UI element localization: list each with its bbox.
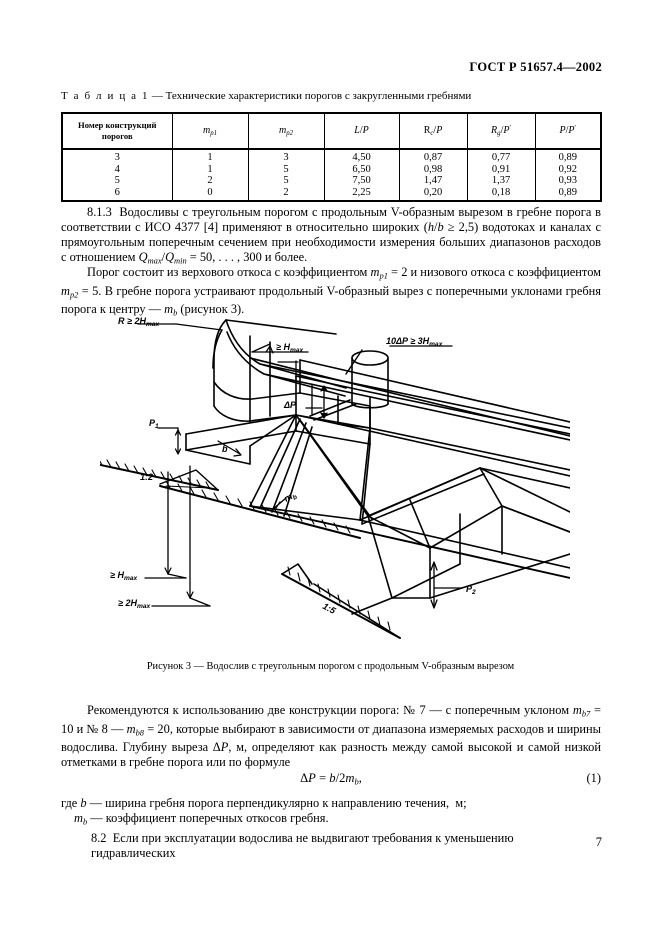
cell-mp1: 1 — [171, 163, 249, 175]
cell-construction-number: 5 — [61, 175, 173, 187]
figure-label-h-clearance-2: ≥ 2Hmax — [118, 598, 150, 610]
cell-rc-over-p: 0,98 — [398, 163, 468, 175]
cell-rg-over-p-prime: 0,91 — [466, 163, 536, 175]
table-row: 3 1 3 4,50 0,87 0,77 0,89 — [61, 149, 602, 164]
figure-caption: Рисунок 3 — Водослив с треугольным порог… — [0, 661, 661, 672]
paragraph-recommend: Рекомендуются к использованию две констр… — [61, 703, 602, 770]
where-line-b: где b — ширина гребня порога перпендикул… — [61, 796, 467, 810]
cell-mp1: 0 — [171, 186, 249, 202]
table-body: 3 1 3 4,50 0,87 0,77 0,89 4 1 5 6,50 0,9… — [61, 149, 602, 202]
paragraph-8-1-3: 8.1.3 Водосливы с треугольным порогом с … — [61, 205, 602, 266]
figure-label-delta-p: ΔP — [283, 400, 297, 410]
th-l-over-p: L/P — [323, 112, 400, 150]
cell-mp1: 1 — [171, 149, 249, 164]
th-mp2: mp2 — [247, 112, 325, 150]
cell-p-over-p-prime: 0,93 — [534, 175, 602, 187]
cell-rg-over-p-prime: 0,77 — [466, 149, 536, 164]
standard-header: ГОСТ Р 51657.4—2002 — [469, 60, 602, 74]
cell-l-over-p: 6,50 — [323, 163, 400, 175]
cell-mp2: 2 — [247, 186, 325, 202]
cell-p-over-p-prime: 0,92 — [534, 163, 602, 175]
figure-label-slope-upstream: 1:2 — [140, 472, 153, 482]
figure-label-h-clearance-1: ≥ Hmax — [110, 570, 137, 582]
table-caption-text: — Технические характеристики порогов с з… — [149, 90, 472, 102]
table-row: 6 0 2 2,25 0,20 0,18 0,89 — [61, 186, 602, 202]
page-number: 7 — [595, 835, 602, 849]
table-row: 4 1 5 6,50 0,98 0,91 0,92 — [61, 163, 602, 175]
cell-construction-number: 4 — [61, 163, 173, 175]
formula-expression: ΔP = b/2mb, — [300, 771, 362, 787]
cell-rg-over-p-prime: 0,18 — [466, 186, 536, 202]
clause-text-82: Если при эксплуатации водослива не выдви… — [91, 830, 514, 860]
where-line-mb: mb — коэффициент поперечных откосов греб… — [74, 811, 329, 827]
cell-rg-over-p-prime: 1,37 — [466, 175, 536, 187]
cell-rc-over-p: 1,47 — [398, 175, 468, 187]
th-p-over-p-prime: P/P′ — [534, 112, 602, 150]
cell-mp2: 5 — [247, 175, 325, 187]
figure-caption-label: Рисунок 3 — [146, 661, 192, 672]
formula-number: (1) — [586, 771, 601, 785]
figure-label-radius: R ≥ 2Hmax — [118, 316, 159, 328]
cell-mp2: 3 — [247, 149, 325, 164]
table-caption-label: Т а б л и ц а 1 — [61, 90, 150, 102]
th-mp1: mp1 — [171, 112, 249, 150]
cell-mp2: 5 — [247, 163, 325, 175]
cell-rc-over-p: 0,20 — [398, 186, 468, 202]
clause-number-82: 8.2 — [91, 830, 107, 845]
figure-label-p2: P2 — [466, 584, 476, 596]
figure-label-width-b: b — [222, 444, 228, 454]
paragraph-porog: Порог состоит из верхового откоса с коэф… — [61, 265, 601, 318]
clause-number-813: 8.1.3 — [87, 205, 112, 219]
figure-label-mb: mb — [282, 489, 298, 505]
th-rg-over-p-prime: Rg/P′ — [466, 112, 536, 150]
figure-3-weir-isometric: R ≥ 2Hmax ≥ Hmax 10ΔP ≥ 3Hmax ΔP b P1 P2… — [100, 316, 570, 656]
table-caption: Т а б л и ц а 1 — Технические характерис… — [61, 90, 471, 102]
cell-l-over-p: 4,50 — [323, 149, 400, 164]
th-rc-over-p: Rc/P — [398, 112, 468, 150]
cell-l-over-p: 7,50 — [323, 175, 400, 187]
paragraph-8-2: 8.2 Если при эксплуатации водослива не в… — [61, 831, 601, 861]
formula-1: ΔP = b/2mb, (1) — [61, 771, 601, 787]
figure-label-p1: P1 — [149, 418, 159, 430]
cell-p-over-p-prime: 0,89 — [534, 186, 602, 202]
cell-mp1: 2 — [171, 175, 249, 187]
cell-rc-over-p: 0,87 — [398, 149, 468, 164]
cell-p-over-p-prime: 0,89 — [534, 149, 602, 164]
cell-construction-number: 6 — [61, 186, 173, 202]
table-row: 5 2 5 7,50 1,47 1,37 0,93 — [61, 175, 602, 187]
figure-label-well-distance: 10ΔP ≥ 3Hmax — [386, 336, 443, 348]
cell-construction-number: 3 — [61, 149, 173, 164]
where-block: где b — ширина гребня порога перпендикул… — [61, 796, 601, 861]
cell-l-over-p: 2,25 — [323, 186, 400, 202]
figure-caption-text: — Водослив с треугольным порогом с продо… — [191, 661, 515, 672]
